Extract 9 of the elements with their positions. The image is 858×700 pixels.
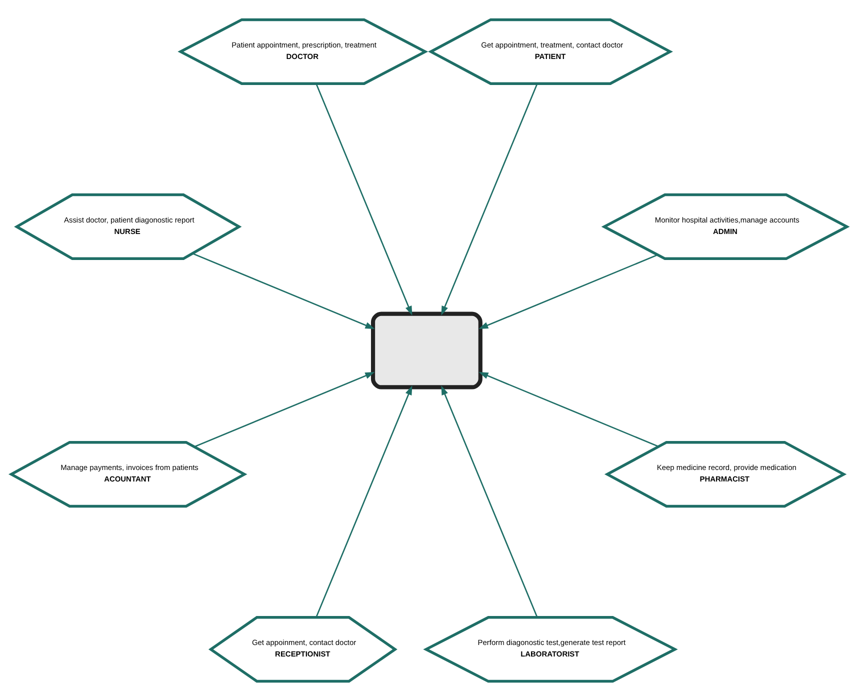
arrow [316,82,412,316]
arrow [194,372,375,447]
arrow [478,372,659,447]
arrow [478,254,658,328]
arrow [192,252,375,328]
arrow [441,384,538,618]
node-box [370,311,482,389]
arrow [316,384,412,618]
arrow [441,82,538,316]
